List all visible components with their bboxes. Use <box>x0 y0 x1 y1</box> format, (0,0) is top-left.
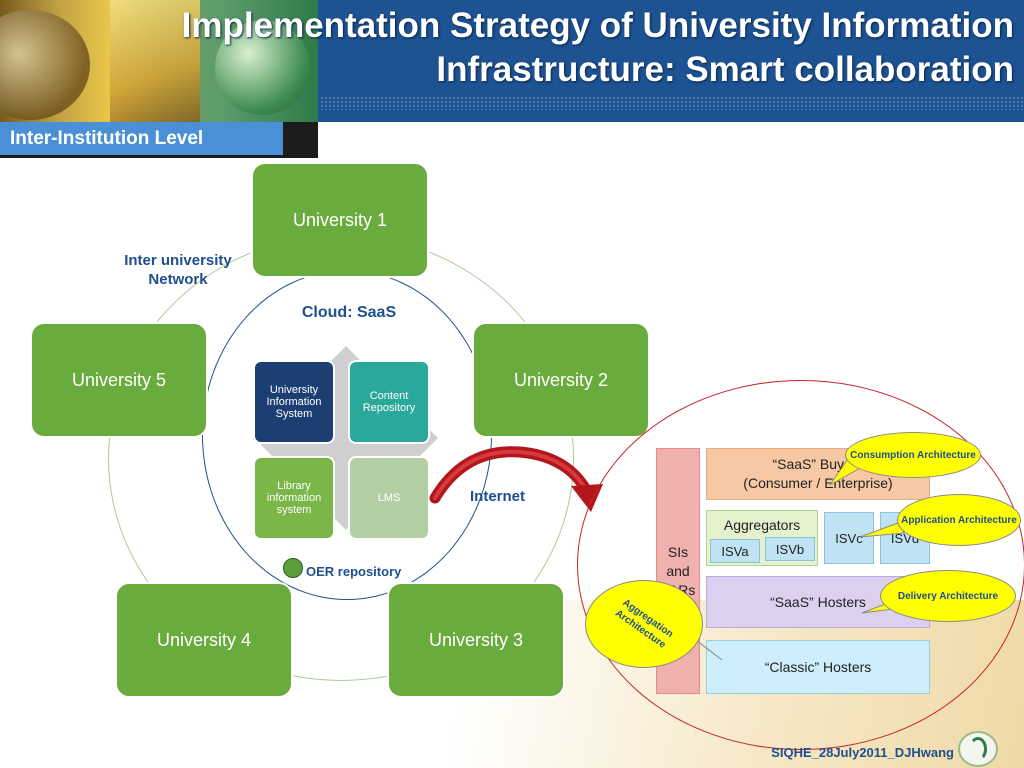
header-dot-pattern <box>320 96 1024 110</box>
network-label: Inter university Network <box>124 252 232 288</box>
architecture-ellipse <box>577 380 1024 750</box>
header-photo <box>0 0 318 122</box>
cloud-label: Cloud: SaaS <box>301 304 397 321</box>
internet-arrow-icon <box>429 446 603 512</box>
oer-label: OER repository <box>306 564 402 579</box>
isv-c-box: ISVc <box>824 512 874 564</box>
university-5-node: University 5 <box>32 324 206 436</box>
internet-label: Internet <box>470 488 526 505</box>
lms-module: LMS <box>348 456 430 540</box>
classic-hosters-box: “Classic” Hosters <box>706 640 930 694</box>
university-4-node: University 4 <box>117 584 291 696</box>
isv-b-box: ISVb <box>765 537 815 561</box>
delivery-callout: Delivery Architecture <box>880 570 1016 622</box>
isv-a-box: ISVa <box>710 539 760 563</box>
library-system-module: Library information system <box>253 456 335 540</box>
aggregation-callout: Aggregation Architecture <box>585 580 703 668</box>
university-3-node: University 3 <box>389 584 563 696</box>
uis-module: University Information System <box>253 360 335 444</box>
callout-tails <box>829 452 909 614</box>
content-repository-module: Content Repository <box>348 360 430 444</box>
university-2-node: University 2 <box>474 324 648 436</box>
title-line-1: Implementation Strategy of University In… <box>181 6 1014 45</box>
subtitle-tab: Inter-Institution Level <box>0 122 283 155</box>
title-line-2: Infrastructure: Smart collaboration <box>436 50 1014 89</box>
footer-credit: SIQHE_28July2011_DJHwang <box>771 745 954 760</box>
oer-dot-icon <box>283 558 303 578</box>
consumption-callout: Consumption Architecture <box>845 432 981 478</box>
university-1-node: University 1 <box>253 164 427 276</box>
slide-title: Implementation Strategy of University In… <box>54 4 1014 92</box>
university-logo-icon <box>958 731 998 767</box>
application-callout: Application Architecture <box>897 494 1021 546</box>
